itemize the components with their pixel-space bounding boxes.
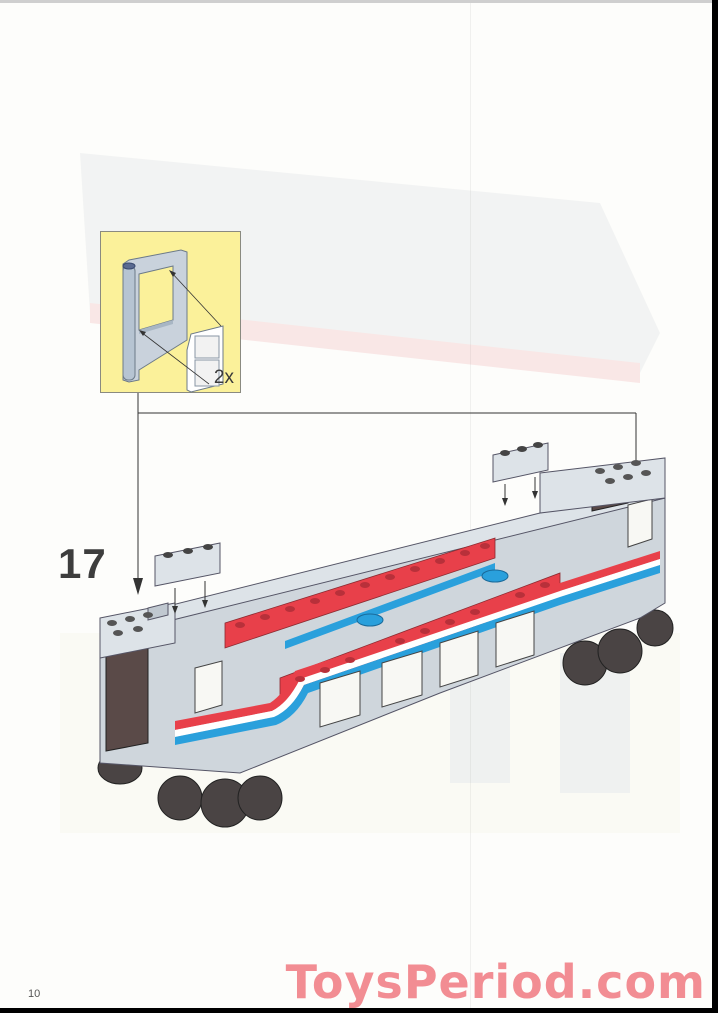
page-number: 10 (28, 988, 41, 1000)
parts-callout-box: 2x (100, 231, 241, 393)
scan-border-right (712, 0, 718, 1013)
train-car-model-illustration (97, 393, 674, 828)
quantity-label: 2x (213, 367, 234, 388)
door-frame-icon (122, 249, 224, 393)
watermark-text: ToysPeriod.com (285, 955, 706, 1009)
step-number: 17 (58, 540, 107, 587)
page-fold-line (470, 3, 471, 1011)
scan-border-bottom (0, 1008, 718, 1013)
